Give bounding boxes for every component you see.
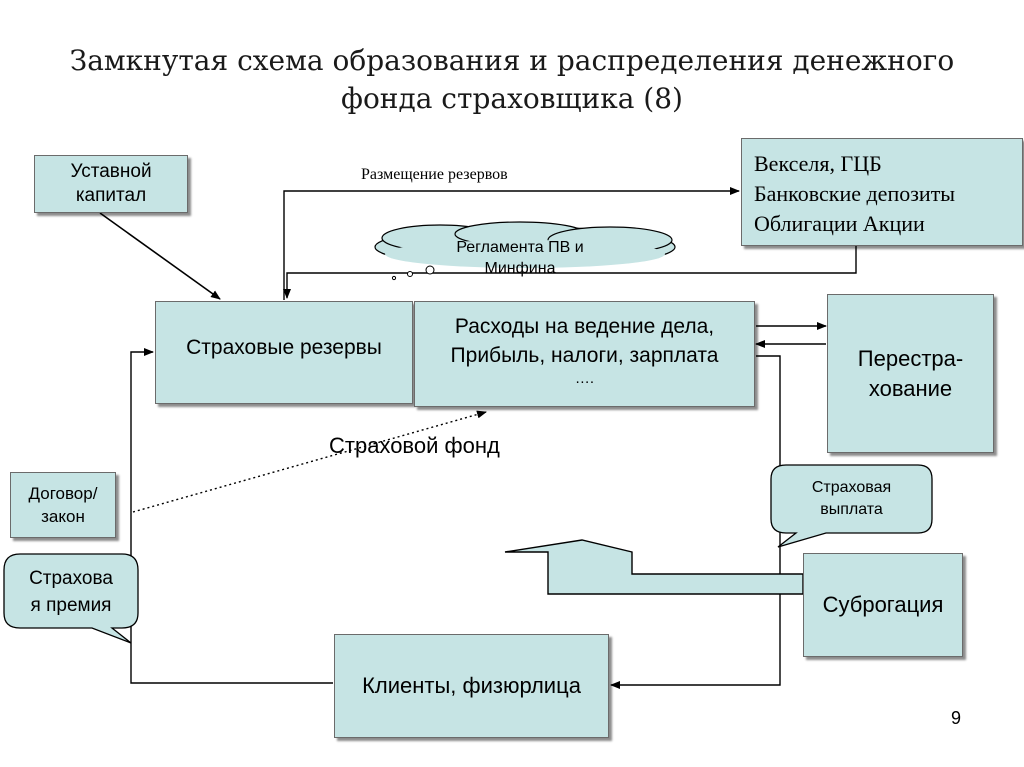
payout-callout: Страховая выплата bbox=[771, 477, 932, 521]
regulations-line-1: Регламента ПВ и bbox=[456, 239, 584, 256]
arrow-contract-dotted bbox=[132, 410, 487, 513]
securities-line-1: Векселя, ГЦБ bbox=[754, 151, 882, 176]
premium-callout: Страхова я премия bbox=[4, 565, 138, 619]
regulations-line-2: Минфина bbox=[484, 260, 556, 277]
regulations-cloud bbox=[374, 221, 676, 281]
subrogation-label: Суброгация bbox=[822, 592, 944, 617]
expenses-box: Расходы на ведение дела, Прибыль, налоги… bbox=[414, 301, 755, 407]
title-line-1: Замкнутая схема образования и распределе… bbox=[69, 44, 955, 77]
arrow-securities-return bbox=[283, 246, 857, 299]
expenses-line-1: Расходы на ведение дела, bbox=[454, 315, 715, 338]
securities-line-3: Облигации Акции bbox=[754, 211, 925, 236]
reinsurance-line-2: хование bbox=[868, 375, 953, 401]
regulations-callout: Регламента ПВ и Минфина bbox=[420, 237, 620, 279]
reinsurance-line-1: Перестра- bbox=[857, 345, 964, 371]
subrogation-box: Суброгация bbox=[803, 553, 963, 657]
subrogation-block-arrow bbox=[504, 539, 804, 595]
page-number: 9 bbox=[951, 708, 962, 728]
expenses-line-2: Прибыль, налоги, зарплата bbox=[450, 344, 719, 367]
contract-law-line-2: закон bbox=[41, 507, 85, 526]
premium-line-2: я премия bbox=[30, 595, 112, 616]
charter-capital-line-2: капитал bbox=[75, 185, 147, 206]
reserve-placement-label: Размещение резервов bbox=[361, 166, 508, 183]
arrow-premium-to-reserves bbox=[130, 348, 333, 684]
arrow-reserve-placement bbox=[283, 187, 740, 300]
charter-capital-box: Уставной капитал bbox=[34, 155, 188, 213]
contract-law-line-1: Договор/ bbox=[28, 484, 98, 503]
clients-box: Клиенты, физюрлица bbox=[334, 634, 609, 738]
premium-line-1: Страхова bbox=[29, 568, 113, 589]
reinsurance-box: Перестра- хование bbox=[827, 294, 994, 453]
contract-law-box: Договор/ закон bbox=[10, 472, 116, 538]
insurance-reserves-label: Страховые резервы bbox=[186, 335, 382, 359]
expenses-line-3: …. bbox=[574, 370, 595, 387]
payout-line-2: выплата bbox=[820, 501, 883, 518]
premium-callout-shape bbox=[3, 553, 139, 644]
securities-box: Векселя, ГЦБ Банковские депозиты Облигац… bbox=[741, 138, 1023, 246]
charter-capital-line-1: Уставной bbox=[70, 161, 152, 182]
payout-callout-shape bbox=[770, 464, 933, 548]
securities-line-2: Банковские депозиты bbox=[754, 181, 956, 206]
insurance-reserves-box: Страховые резервы bbox=[155, 301, 413, 404]
clients-label: Клиенты, физюрлица bbox=[362, 673, 581, 698]
insurance-fund-label: Страховой фонд bbox=[329, 433, 500, 458]
slide-title: Замкнутая схема образования и распределе… bbox=[40, 42, 984, 118]
arrow-capital-to-reserves bbox=[99, 212, 221, 300]
payout-line-1: Страховая bbox=[811, 479, 892, 496]
title-line-2: фонда страховщика (8) bbox=[341, 82, 683, 115]
